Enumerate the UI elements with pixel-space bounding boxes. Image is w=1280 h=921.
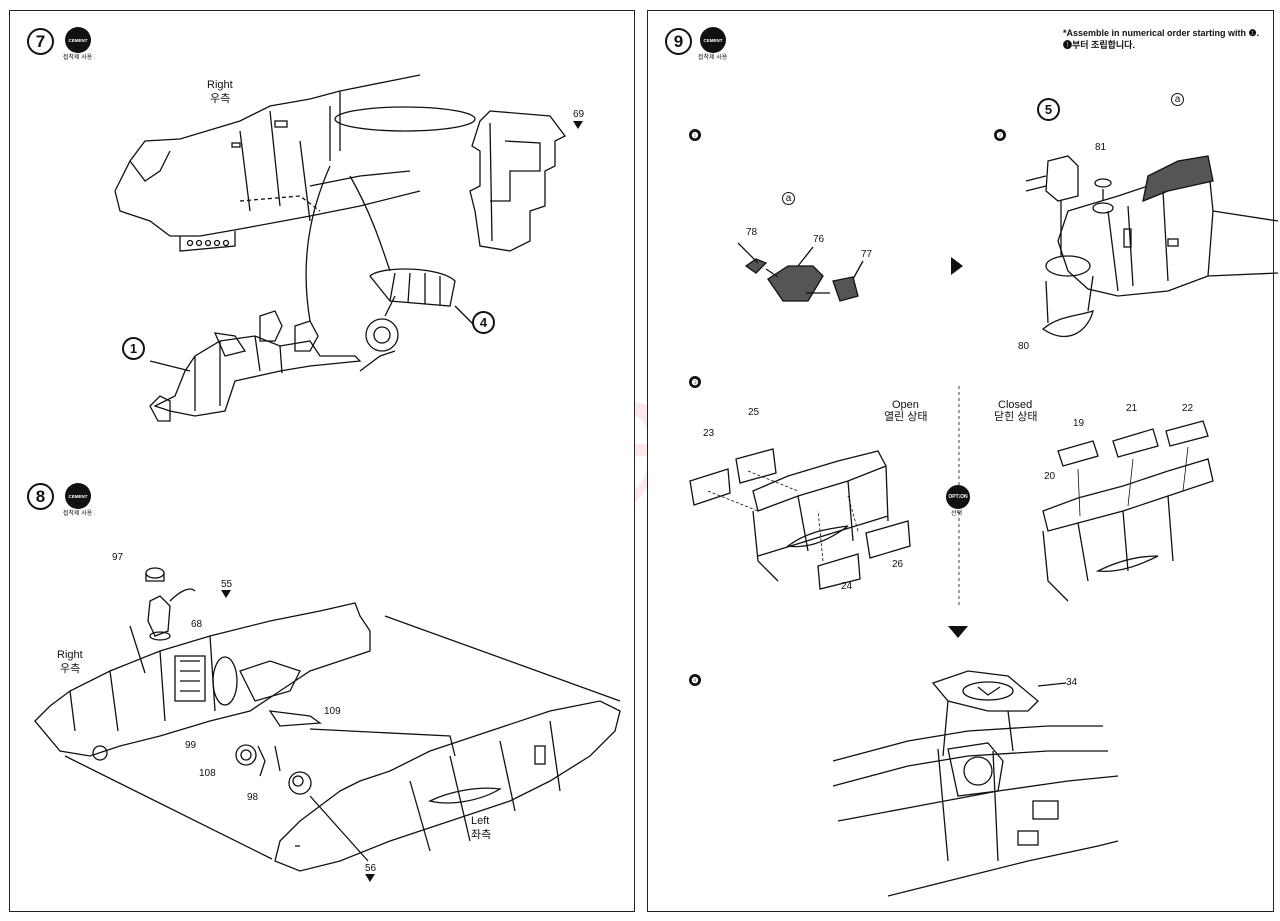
callout-5: 5	[1037, 98, 1060, 121]
part-69-label: 69	[573, 109, 585, 120]
part-97-label: 97	[112, 552, 124, 563]
cement-caption: 접착제 사용	[63, 511, 93, 517]
step7-side-label-ko: 우측	[210, 93, 231, 105]
part-56-label: 56	[365, 863, 377, 874]
option-icon: OPTION	[946, 485, 970, 509]
cement-icon: CEMENT	[65, 27, 91, 53]
part-68-label: 68	[191, 619, 203, 630]
part-78-label: 78	[746, 227, 758, 238]
open-state-label-en: Open	[892, 399, 919, 411]
substep-3-marker: ❸	[689, 376, 701, 388]
substep-1-marker: ❶	[689, 129, 701, 141]
part-77-label: 77	[861, 249, 873, 260]
part-109-label: 109	[324, 706, 341, 717]
part-69-marker-icon	[573, 121, 583, 129]
fuselage-assembly-drawing	[34, 567, 621, 872]
assembly-order-note-en: *Assemble in numerical order starting wi…	[1063, 28, 1260, 38]
step8-left-label-ko: 좌측	[471, 829, 492, 841]
callout-4: 4	[472, 311, 495, 334]
cement-caption: 접착제 사용	[63, 55, 93, 61]
step8-right-label-ko: 우측	[60, 663, 81, 675]
ref-a-marker: a	[1171, 93, 1184, 106]
part-81-label: 81	[1095, 142, 1107, 153]
option-caption: 선택	[951, 511, 963, 517]
part-26-label: 26	[892, 559, 904, 570]
part-55-label: 55	[221, 579, 233, 590]
part-25-label: 25	[748, 407, 760, 418]
step7-side-label-en: Right	[207, 79, 233, 91]
part-22-label: 22	[1182, 403, 1194, 414]
bomb-bay-doors-drawing	[689, 386, 1214, 606]
next-step-arrow-icon	[948, 626, 968, 638]
part-20-label: 20	[1044, 471, 1056, 482]
part-99-label: 99	[185, 740, 197, 751]
step-7-number: 7	[27, 28, 54, 55]
part-19-label: 19	[1073, 418, 1085, 429]
part-24-label: 24	[841, 581, 853, 592]
part-108-label: 108	[199, 768, 216, 779]
turret-cover-drawing	[832, 670, 1119, 897]
cement-icon: CEMENT	[65, 483, 91, 509]
step8-left-label-en: Left	[471, 815, 490, 827]
callout-1: 1	[122, 337, 145, 360]
substep-4-marker: ❹	[689, 674, 701, 686]
closed-state-label-ko: 닫힌 상태	[994, 411, 1038, 423]
assembly-order-note-ko: ❶부터 조립합니다.	[1063, 40, 1135, 50]
open-state-label-ko: 열린 상태	[884, 411, 928, 423]
part-56-marker-icon	[365, 874, 375, 882]
instruction-page-left: 7 CEMENT 접착제 사용 Right 우측 69	[9, 10, 635, 912]
part-76-label: 76	[813, 234, 825, 245]
part-34-label: 34	[1066, 677, 1078, 688]
canopy-turret-drawing	[737, 155, 1279, 337]
step-9-number: 9	[665, 28, 692, 55]
fuselage-right-half-drawing	[114, 74, 566, 422]
instruction-page-right: 9 CEMENT 접착제 사용 *Assemble in numerical o…	[647, 10, 1279, 912]
part-55-marker-icon	[221, 590, 231, 598]
part-98-label: 98	[247, 792, 259, 803]
cement-icon: CEMENT	[700, 27, 726, 53]
next-arrow-icon	[951, 257, 963, 275]
part-21-label: 21	[1126, 403, 1138, 414]
cement-caption: 접착제 사용	[698, 55, 728, 61]
part-23-label: 23	[703, 428, 715, 439]
step-8-number: 8	[27, 483, 54, 510]
closed-state-label-en: Closed	[998, 399, 1033, 411]
step8-right-label-en: Right	[57, 649, 83, 661]
ref-a-marker: a	[782, 192, 795, 205]
part-80-label: 80	[1018, 341, 1030, 352]
substep-2-marker: ❷	[994, 129, 1006, 141]
